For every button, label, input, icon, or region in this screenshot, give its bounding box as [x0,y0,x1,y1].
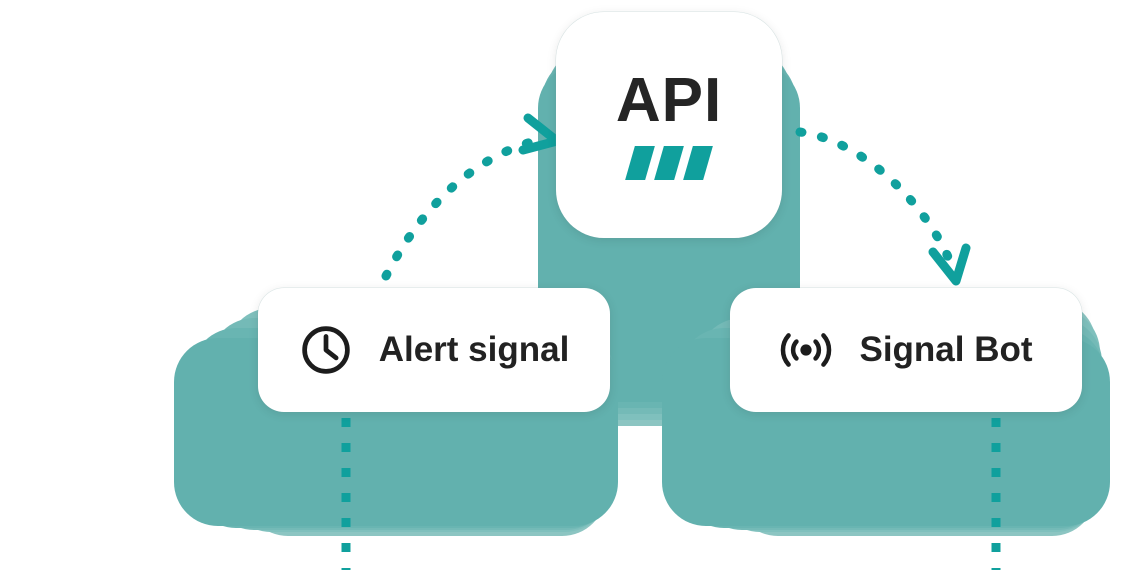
api-bars-icon [625,146,713,180]
api-bar [625,146,655,180]
broadcast-signal-icon [781,333,832,367]
alert-signal-card[interactable]: Alert signal [258,288,610,412]
api-bar [654,146,684,180]
signal-bot-label: Signal Bot [859,330,1033,369]
alert-signal-label: Alert signal [378,330,570,369]
signal-bot-card[interactable]: Signal Bot [730,288,1082,412]
connector-alert-signal-to-api [381,113,562,281]
api-bar [683,146,713,180]
api-card-label: API [615,66,723,135]
api-card[interactable]: API [556,12,782,238]
connector-api-to-signal-bot [795,127,971,286]
clock-icon [301,326,350,374]
